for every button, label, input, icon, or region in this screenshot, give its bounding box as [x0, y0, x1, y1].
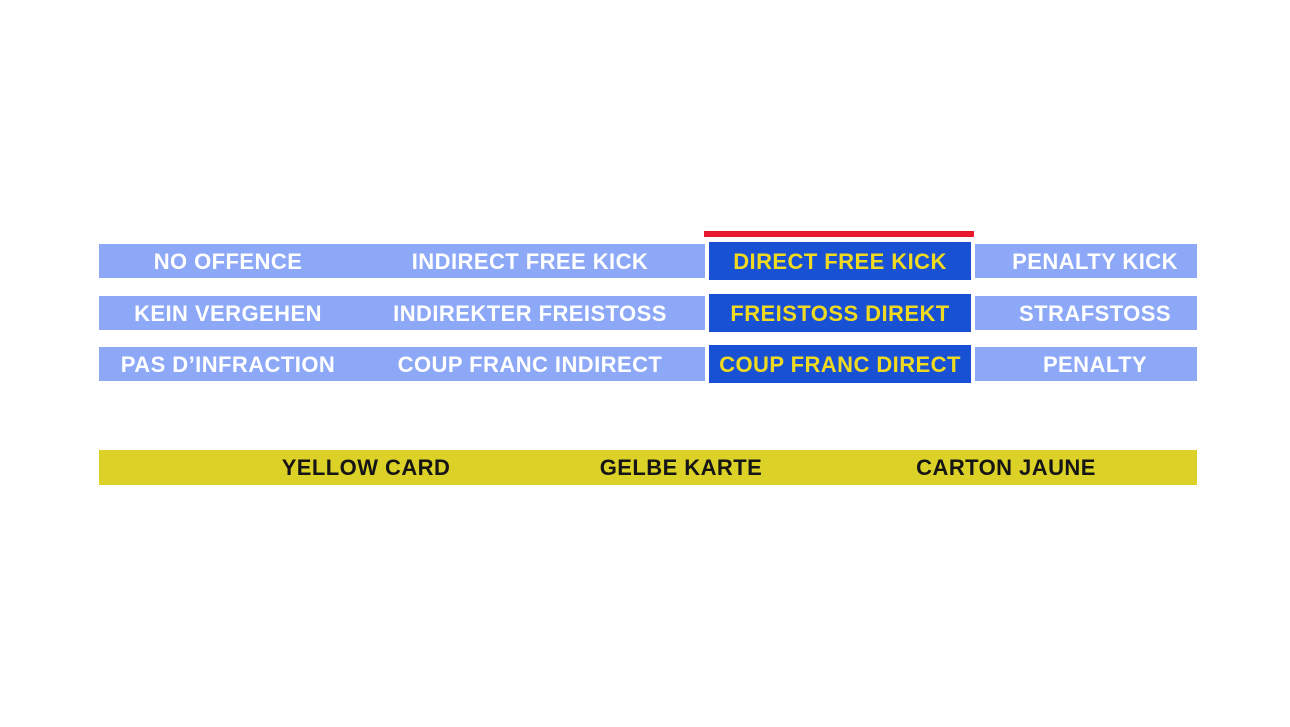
card-label-gelbe-karte: GELBE KARTE — [599, 455, 763, 480]
option-direct-free-kick[interactable]: DIRECT FREE KICK — [733, 249, 947, 274]
option-penalty-kick[interactable]: PENALTY KICK — [1012, 249, 1178, 274]
row-german-right-cell — [975, 296, 1197, 330]
option-freistoss-direkt[interactable]: FREISTOSS DIREKT — [730, 301, 950, 326]
row-french-left-bar — [99, 347, 705, 381]
option-indirect-free-kick[interactable]: INDIRECT FREE KICK — [411, 249, 649, 274]
selected-cell-english[interactable] — [709, 242, 971, 280]
option-no-offence[interactable]: NO OFFENCE — [153, 249, 303, 274]
card-label-carton-jaune: CARTON JAUNE — [916, 455, 1096, 480]
option-kein-vergehen[interactable]: KEIN VERGEHEN — [134, 301, 322, 326]
option-strafstoss[interactable]: STRAFSTOSS — [1019, 301, 1171, 326]
row-french-right-cell — [975, 347, 1197, 381]
selected-column-indicator-bar — [704, 231, 974, 237]
selected-cell-french[interactable] — [709, 345, 971, 383]
option-penalty[interactable]: PENALTY — [1042, 352, 1148, 377]
row-english-right-cell — [975, 244, 1197, 278]
option-indirekter-freistoss[interactable]: INDIREKTER FREISTOSS — [393, 301, 667, 326]
option-pas-d-infraction[interactable]: PAS D’INFRACTION — [120, 352, 336, 377]
option-coup-franc-indirect[interactable]: COUP FRANC INDIRECT — [397, 352, 663, 377]
yellow-card-bar[interactable] — [99, 450, 1197, 485]
row-german-left-bar — [99, 296, 705, 330]
option-coup-franc-direct[interactable]: COUP FRANC DIRECT — [719, 352, 961, 377]
row-english-left-bar — [99, 244, 705, 278]
selected-cell-german[interactable] — [709, 294, 971, 332]
card-label-yellow-card: YELLOW CARD — [281, 455, 451, 480]
